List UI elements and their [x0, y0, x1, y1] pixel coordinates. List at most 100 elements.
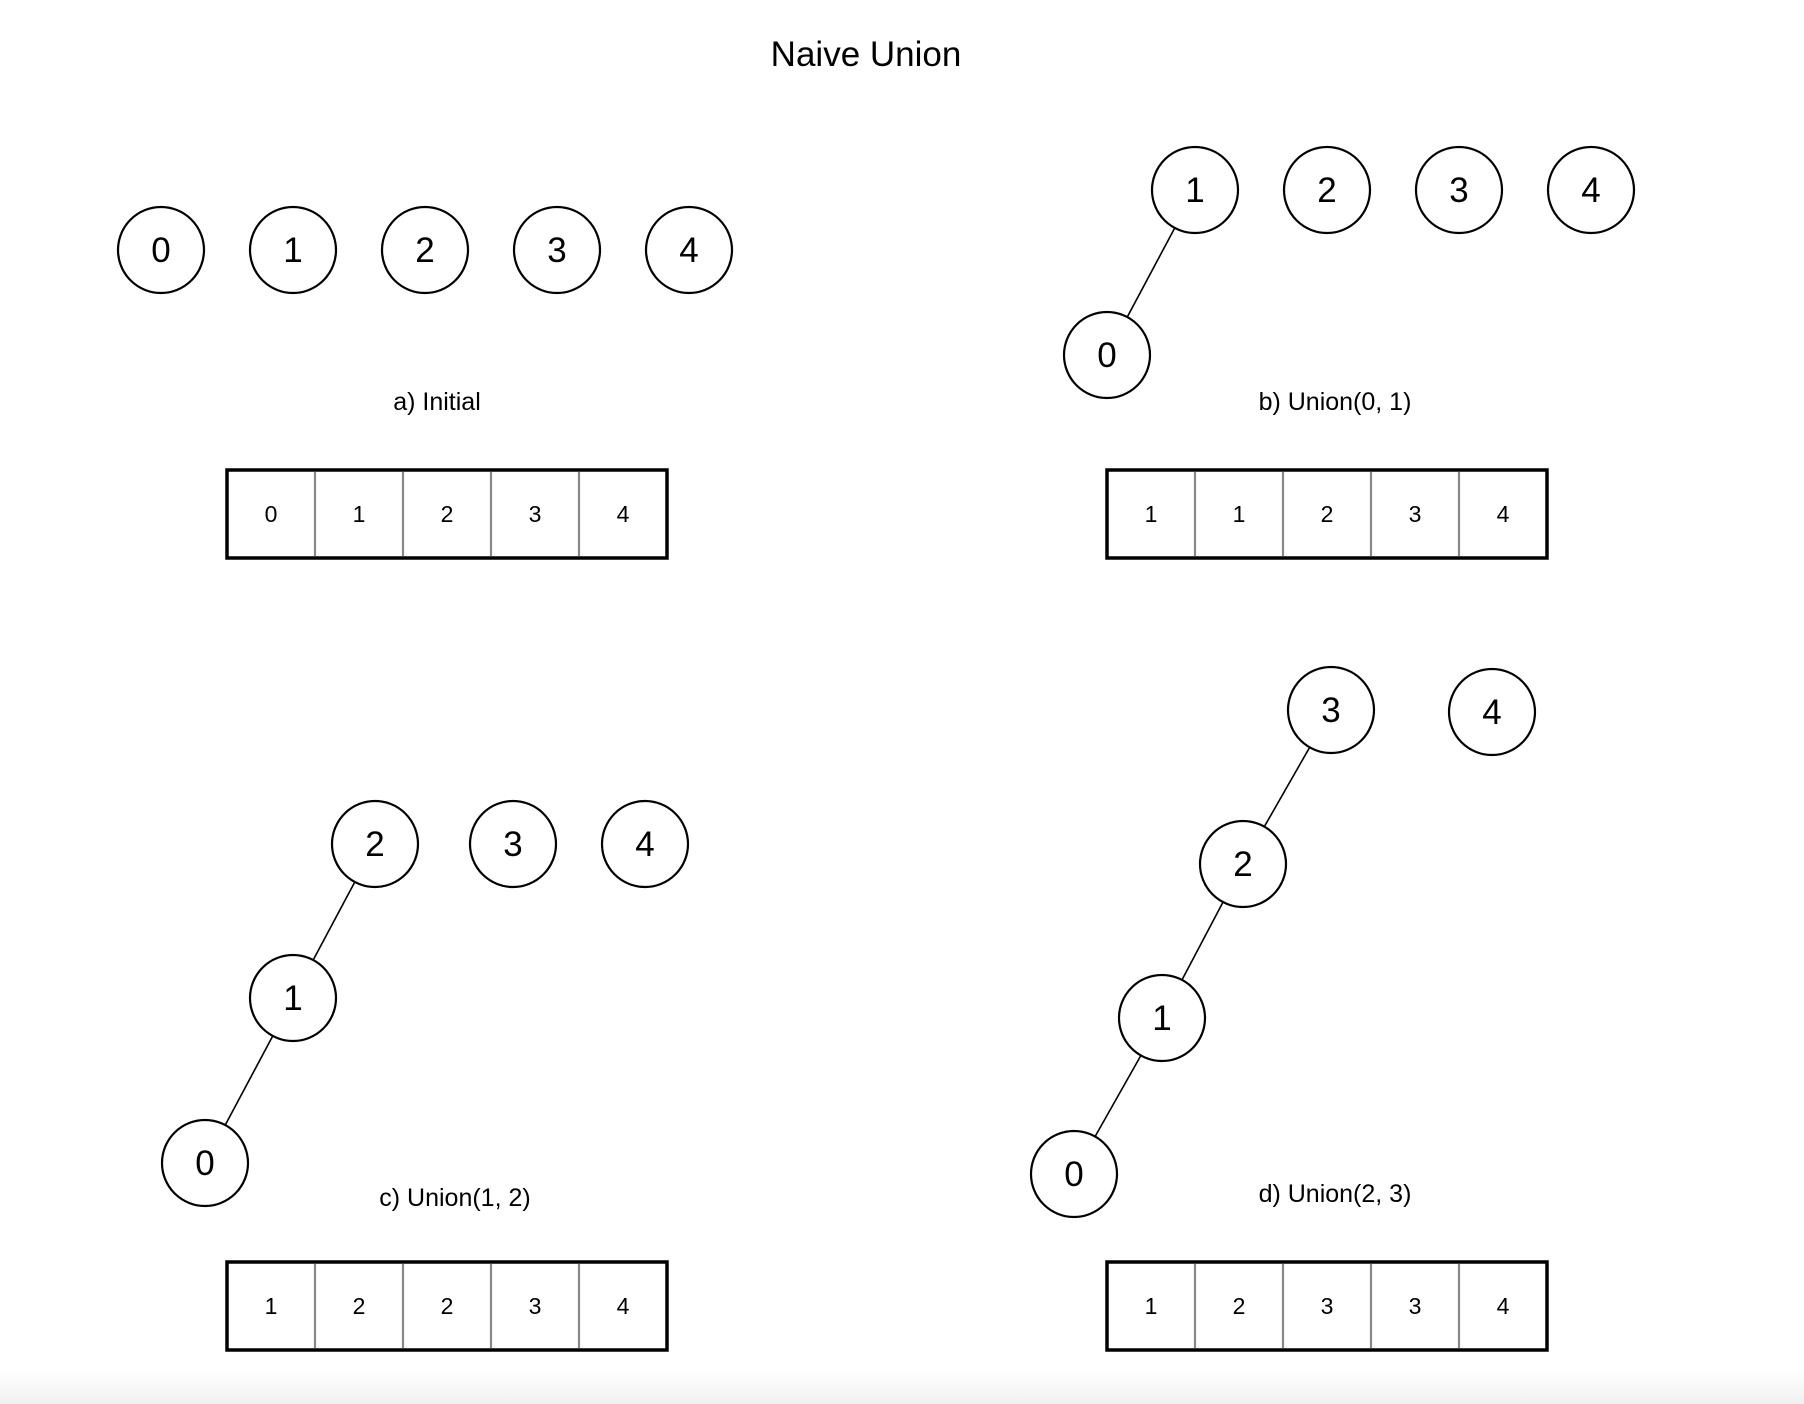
tree-node-circle: [1198, 819, 1288, 909]
panel-d: 3 4 2 1 0 d) Union(2, 3) 1 2 3 3 4: [1029, 665, 1549, 1352]
tree-node-circle: [248, 953, 338, 1043]
tree-node-3: 3: [468, 799, 558, 889]
tree-node-label: 2: [1317, 171, 1336, 210]
tree-node-label: 2: [365, 825, 384, 864]
tree-node-label: 0: [1097, 336, 1116, 375]
tree-node-1: 1: [1117, 973, 1207, 1063]
tree-edge-2-to-1: [1181, 901, 1224, 981]
array-cell-value: 2: [1321, 501, 1334, 527]
tree-edge-1-to-0: [1094, 1055, 1142, 1137]
tree-node-4: 4: [644, 205, 734, 295]
tree-node-3: 3: [512, 205, 602, 295]
tree-node-2: 2: [1282, 145, 1372, 235]
panel-c: 2 3 4 1 0 c) Union(1, 2) 1 2 2 3 4: [160, 799, 690, 1352]
tree-node-circle: [644, 205, 734, 295]
array-cell-value: 2: [441, 1293, 454, 1319]
panel-a: 0 1 2 3 4 a) Initial 0 1 2 3 4: [116, 205, 734, 560]
panel-caption: a) Initial: [393, 388, 481, 416]
tree-node-2: 2: [1198, 819, 1288, 909]
array-cell-value: 4: [617, 1293, 630, 1319]
tree-edge-1-to-0: [1126, 227, 1176, 318]
tree-node-0: 0: [1029, 1129, 1119, 1219]
tree-node-circle: [1546, 145, 1636, 235]
tree-node-circle: [1029, 1129, 1119, 1219]
array-cell-value: 3: [1409, 501, 1422, 527]
tree-node-label: 4: [679, 231, 698, 270]
parent-array: 1 2 2 3 4: [225, 1260, 669, 1352]
tree-node-4: 4: [1447, 667, 1537, 757]
tree-node-circle: [330, 799, 420, 889]
tree-node-1: 1: [1150, 145, 1240, 235]
tree-node-0: 0: [1062, 310, 1152, 400]
tree-node-circle: [468, 799, 558, 889]
tree-node-3: 3: [1286, 665, 1376, 755]
tree-node-0: 0: [160, 1118, 250, 1208]
page-title: Naive Union: [771, 35, 962, 74]
panel-b: 1 2 3 4 0 b) Union(0, 1) 1 1 2 3 4: [1062, 145, 1636, 560]
array-cell-value: 2: [353, 1293, 366, 1319]
tree-node-2: 2: [380, 205, 470, 295]
tree-node-label: 0: [151, 231, 170, 270]
tree-node-label: 1: [283, 231, 302, 270]
panel-caption: c) Union(1, 2): [379, 1184, 530, 1212]
tree-node-label: 3: [503, 825, 522, 864]
tree-node-label: 0: [1064, 1155, 1083, 1194]
tree-node-label: 4: [1581, 171, 1600, 210]
tree-node-label: 1: [1185, 171, 1204, 210]
array-cell-value: 0: [265, 501, 278, 527]
tree-node-circle: [512, 205, 602, 295]
array-frame: [1105, 1260, 1549, 1352]
tree-node-label: 2: [415, 231, 434, 270]
array-cell-value: 3: [529, 501, 542, 527]
tree-node-circle: [1282, 145, 1372, 235]
array-cell-value: 3: [1409, 1293, 1422, 1319]
tree-edge-3-to-2: [1263, 746, 1311, 828]
array-frame: [225, 1260, 669, 1352]
tree-node-circle: [116, 205, 206, 295]
array-frame: [1105, 468, 1549, 560]
tree-node-3: 3: [1414, 145, 1504, 235]
panel-caption: b) Union(0, 1): [1259, 388, 1412, 416]
bottom-strip: [0, 1372, 1804, 1404]
array-cell-value: 1: [353, 501, 366, 527]
tree-node-circle: [380, 205, 470, 295]
tree-node-1: 1: [248, 953, 338, 1043]
array-cell-value: 2: [1233, 1293, 1246, 1319]
tree-node-circle: [1117, 973, 1207, 1063]
array-cell-value: 3: [1321, 1293, 1334, 1319]
array-cell-value: 4: [1497, 501, 1510, 527]
parent-array: 1 1 2 3 4: [1105, 468, 1549, 560]
tree-node-label: 2: [1233, 845, 1252, 884]
tree-node-circle: [1062, 310, 1152, 400]
tree-node-label: 0: [195, 1144, 214, 1183]
array-cell-value: 1: [1145, 1293, 1158, 1319]
tree-node-label: 4: [635, 825, 654, 864]
tree-node-circle: [600, 799, 690, 889]
array-cell-value: 4: [617, 501, 630, 527]
tree-node-circle: [1150, 145, 1240, 235]
array-cell-value: 1: [1145, 501, 1158, 527]
tree-node-circle: [160, 1118, 250, 1208]
panel-caption: d) Union(2, 3): [1259, 1180, 1412, 1208]
array-frame: [225, 468, 669, 560]
tree-node-label: 1: [1152, 999, 1171, 1038]
tree-node-circle: [1286, 665, 1376, 755]
tree-node-circle: [1414, 145, 1504, 235]
tree-node-circle: [1447, 667, 1537, 757]
tree-edge-2-to-1: [312, 881, 356, 961]
tree-node-label: 1: [283, 979, 302, 1018]
tree-node-2: 2: [330, 799, 420, 889]
tree-node-label: 4: [1482, 693, 1501, 732]
array-cell-value: 1: [1233, 501, 1246, 527]
array-cell-value: 3: [529, 1293, 542, 1319]
array-cell-value: 2: [441, 501, 454, 527]
tree-node-label: 3: [1449, 171, 1468, 210]
tree-node-label: 3: [547, 231, 566, 270]
array-cell-value: 1: [265, 1293, 278, 1319]
array-cell-value: 4: [1497, 1293, 1510, 1319]
parent-array: 1 2 3 3 4: [1105, 1260, 1549, 1352]
tree-node-1: 1: [248, 205, 338, 295]
tree-node-4: 4: [600, 799, 690, 889]
tree-node-4: 4: [1546, 145, 1636, 235]
